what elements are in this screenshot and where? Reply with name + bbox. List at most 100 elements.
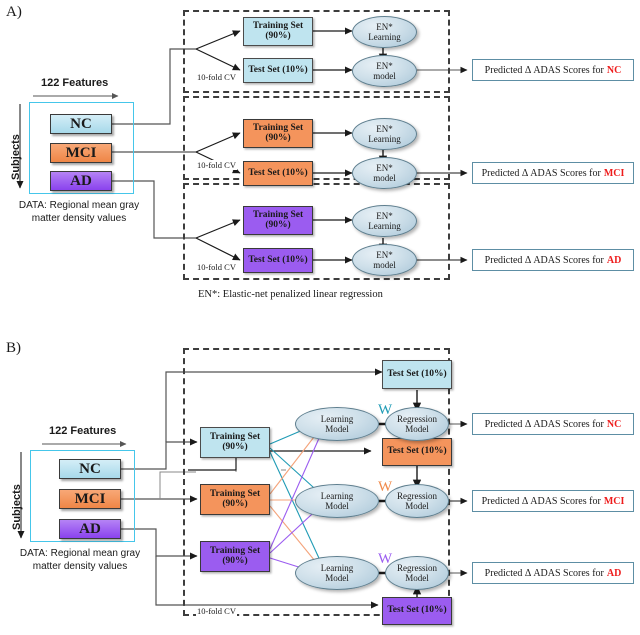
learning-model-line2: Model — [325, 501, 349, 511]
cv-label-a-ad: 10-fold CV — [196, 262, 237, 272]
features-label-b: 122 Features — [49, 425, 117, 437]
data-caption-line2: matter density values — [32, 560, 128, 572]
chip-label: MCI — [74, 490, 106, 507]
learning-model-b-ad[interactable]: Learning Model — [295, 556, 379, 590]
prediction-a-ad[interactable]: Predicted Δ ADAS Scores for AD — [472, 249, 634, 271]
training-set-b-nc[interactable]: Training Set (90%) — [200, 427, 270, 458]
training-set-label: Training Set — [209, 431, 261, 442]
chip-label: NC — [70, 115, 92, 132]
training-set-pct: (90%) — [222, 498, 248, 509]
en-model-a-mci[interactable]: EN* model — [352, 157, 417, 189]
en-model-a-ad[interactable]: EN* model — [352, 244, 417, 276]
learning-model-line1: Learning — [320, 413, 354, 424]
chip-label: MCI — [65, 144, 97, 161]
prediction-b-ad[interactable]: Predicted Δ ADAS Scores for AD — [472, 562, 634, 584]
en-learning-line2: Learning — [368, 134, 401, 144]
subject-chip-nc-a[interactable]: NC — [50, 114, 112, 134]
prediction-group: AD — [606, 567, 622, 579]
prediction-text: Predicted Δ ADAS Scores for — [484, 418, 604, 430]
en-model-a-nc[interactable]: EN* model — [352, 55, 417, 87]
prediction-text: Predicted Δ ADAS Scores for — [481, 495, 601, 507]
test-set-b-ad[interactable]: Test Set (10%) — [382, 597, 452, 625]
subject-chip-mci-a[interactable]: MCI — [50, 143, 112, 163]
training-set-a-mci[interactable]: Training Set (90%) — [243, 119, 313, 148]
en-learning-line1: EN* — [376, 123, 393, 134]
learning-model-line2: Model — [325, 573, 349, 583]
chip-label: NC — [79, 460, 101, 477]
prediction-group: MCI — [603, 167, 625, 179]
learning-model-line1: Learning — [320, 562, 354, 573]
prediction-text: Predicted Δ ADAS Scores for — [484, 567, 604, 579]
training-set-pct: (90%) — [265, 30, 291, 41]
learning-model-line1: Learning — [320, 490, 354, 501]
prediction-text: Predicted Δ ADAS Scores for — [481, 167, 601, 179]
training-set-label: Training Set — [209, 488, 261, 499]
regression-model-line2: Model — [405, 424, 429, 434]
prediction-a-mci[interactable]: Predicted Δ ADAS Scores for MCI — [472, 162, 634, 184]
test-set-label: Test Set (10%) — [387, 446, 447, 457]
prediction-group: MCI — [603, 495, 625, 507]
cv-group-a-ad — [183, 183, 450, 280]
subject-chip-ad-a[interactable]: AD — [50, 171, 112, 191]
en-learning-a-ad[interactable]: EN* Learning — [352, 205, 417, 237]
subjects-label-b: Subjects — [11, 484, 23, 530]
en-learning-a-mci[interactable]: EN* Learning — [352, 118, 417, 150]
prediction-b-nc[interactable]: Predicted Δ ADAS Scores for NC — [472, 413, 634, 435]
cv-label-a-nc: 10-fold CV — [196, 72, 237, 82]
test-set-b-mci[interactable]: Test Set (10%) — [382, 438, 452, 466]
regression-model-line2: Model — [405, 573, 429, 583]
panel-a-letter: A) — [6, 4, 22, 20]
chip-label: AD — [79, 520, 101, 537]
prediction-a-nc[interactable]: Predicted Δ ADAS Scores for NC — [472, 59, 634, 81]
regression-model-line1: Regression — [397, 562, 437, 573]
training-set-label: Training Set — [209, 545, 261, 556]
subject-chip-ad-b[interactable]: AD — [59, 519, 121, 539]
en-learning-a-nc[interactable]: EN* Learning — [352, 16, 417, 48]
regression-model-line2: Model — [405, 501, 429, 511]
panel-b-letter: B) — [6, 340, 21, 356]
data-caption-b: DATA: Regional mean gray matter density … — [10, 548, 150, 573]
training-set-b-mci[interactable]: Training Set (90%) — [200, 484, 270, 515]
en-learning-line1: EN* — [376, 21, 393, 32]
prediction-b-mci[interactable]: Predicted Δ ADAS Scores for MCI — [472, 490, 634, 512]
en-model-line2: model — [373, 173, 396, 183]
prediction-text: Predicted Δ ADAS Scores for — [484, 64, 604, 76]
regression-model-b-mci[interactable]: Regression Model — [385, 484, 449, 518]
data-frame-a — [29, 102, 134, 194]
training-set-a-nc[interactable]: Training Set (90%) — [243, 17, 313, 46]
test-set-b-nc[interactable]: Test Set (10%) — [382, 360, 452, 389]
w-label-mci: W — [378, 479, 393, 495]
training-set-b-ad[interactable]: Training Set (90%) — [200, 541, 270, 572]
regression-model-b-nc[interactable]: Regression Model — [385, 407, 449, 441]
learning-model-b-mci[interactable]: Learning Model — [295, 484, 379, 518]
test-set-label: Test Set (10%) — [387, 368, 447, 379]
data-caption-line1: DATA: Regional mean gray — [18, 200, 140, 211]
regression-model-line1: Regression — [397, 413, 437, 424]
data-caption-a: DATA: Regional mean gray matter density … — [9, 200, 149, 225]
cv-group-a-mci — [183, 96, 450, 180]
test-set-label: Test Set (10%) — [248, 64, 308, 75]
prediction-group: NC — [606, 64, 622, 76]
subject-chip-mci-b[interactable]: MCI — [59, 489, 121, 509]
prediction-text: Predicted Δ ADAS Scores for — [484, 254, 604, 266]
learning-model-b-nc[interactable]: Learning Model — [295, 407, 379, 441]
regression-model-line1: Regression — [397, 490, 437, 501]
prediction-group: NC — [606, 418, 622, 430]
test-set-a-mci[interactable]: Test Set (10%) — [243, 161, 313, 186]
en-model-line1: EN* — [376, 162, 393, 173]
en-model-line1: EN* — [376, 249, 393, 260]
subject-chip-nc-b[interactable]: NC — [59, 459, 121, 479]
test-set-a-ad[interactable]: Test Set (10%) — [243, 248, 313, 273]
regression-model-b-ad[interactable]: Regression Model — [385, 556, 449, 590]
training-set-label: Training Set — [252, 122, 304, 133]
test-set-a-nc[interactable]: Test Set (10%) — [243, 58, 313, 83]
training-set-a-ad[interactable]: Training Set (90%) — [243, 206, 313, 235]
data-caption-line2: matter density values — [31, 212, 127, 224]
en-model-line2: model — [373, 260, 396, 270]
cv-group-a-nc — [183, 10, 450, 93]
en-learning-line1: EN* — [376, 210, 393, 221]
test-set-label: Test Set (10%) — [387, 605, 447, 616]
en-model-line2: model — [373, 71, 396, 81]
training-set-pct: (90%) — [222, 555, 248, 566]
